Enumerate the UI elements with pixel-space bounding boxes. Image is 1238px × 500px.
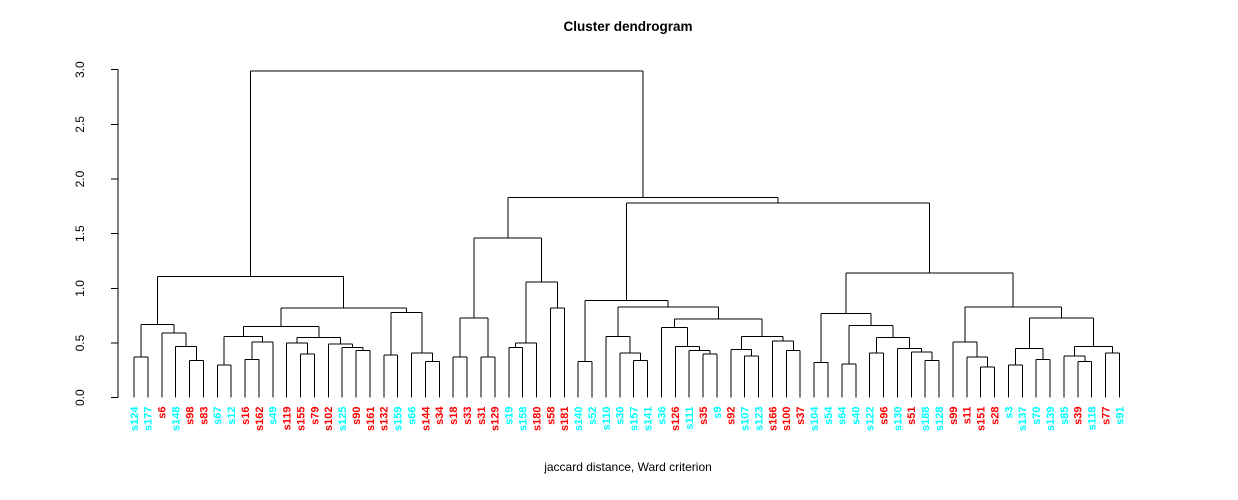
leaf-label-s151: s151 (976, 407, 988, 431)
leaf-label-s162: s162 (254, 407, 266, 431)
leaf-label-s161: s161 (365, 407, 377, 431)
leaf-label-s12: s12 (226, 407, 238, 425)
leaf-label-s100: s100 (781, 407, 793, 431)
leaf-label-s119: s119 (282, 407, 294, 431)
leaf-label-s144: s144 (420, 406, 432, 431)
leaf-label-s18: s18 (448, 407, 460, 425)
leaf-label-s96: s96 (878, 407, 890, 425)
leaf-label-s30: s30 (615, 407, 627, 425)
leaf-label-s28: s28 (989, 407, 1001, 425)
leaf-label-s90: s90 (351, 407, 363, 425)
leaf-label-s35: s35 (698, 407, 710, 425)
leaf-label-s141: s141 (642, 407, 654, 431)
leaf-label-s34: s34 (434, 406, 446, 425)
leaf-label-s118: s118 (1087, 407, 1099, 431)
leaf-label-s122: s122 (864, 407, 876, 431)
leaf-label-s180: s180 (531, 407, 543, 431)
x-axis-caption: jaccard distance, Ward criterion (543, 460, 712, 474)
leaf-label-s125: s125 (337, 407, 349, 431)
leaf-label-s31: s31 (476, 407, 488, 425)
leaf-label-s51: s51 (906, 407, 918, 425)
leaf-label-s66: s66 (406, 407, 418, 425)
y-tick-label: 2.0 (73, 170, 87, 187)
leaf-label-s3: s3 (1003, 407, 1015, 419)
leaf-label-s85: s85 (1059, 407, 1071, 425)
leaf-label-s91: s91 (1114, 407, 1126, 425)
leaf-label-s37: s37 (795, 407, 807, 425)
chart-title: Cluster dendrogram (563, 19, 692, 34)
leaf-label-s92: s92 (726, 407, 738, 425)
leaf-label-s49: s49 (268, 407, 280, 425)
leaf-label-s11: s11 (962, 407, 974, 425)
leaf-label-s128: s128 (934, 407, 946, 431)
leaf-label-s129: s129 (490, 407, 502, 431)
leaf-label-s111: s111 (684, 407, 696, 430)
leaf-label-s40: s40 (851, 407, 863, 425)
y-tick-label: 3.0 (73, 61, 87, 78)
leaf-label-s139: s139 (1045, 407, 1057, 431)
leaf-label-s102: s102 (323, 407, 335, 431)
leaf-label-s104: s104 (809, 406, 821, 431)
leaf-label-s6: s6 (157, 407, 169, 419)
leaf-label-s126: s126 (670, 407, 682, 431)
leaf-label-s16: s16 (240, 407, 252, 425)
leaf-label-s148: s148 (170, 407, 182, 431)
leaf-label-s188: s188 (920, 407, 932, 431)
leaf-label-s124: s124 (129, 406, 141, 431)
leaf-label-s159: s159 (393, 407, 405, 431)
leaf-label-s19: s19 (504, 407, 516, 425)
leaf-label-s181: s181 (559, 407, 571, 431)
dendrogram-tree (133, 70, 1120, 398)
y-tick-label: 2.5 (73, 116, 87, 133)
y-tick-label: 1.0 (73, 280, 87, 297)
leaf-label-s64: s64 (837, 406, 849, 425)
leaf-label-s98: s98 (184, 407, 196, 425)
leaf-label-s36: s36 (656, 407, 668, 425)
leaf-label-s157: s157 (629, 407, 641, 431)
leaf-label-s83: s83 (198, 407, 210, 425)
leaf-label-s132: s132 (379, 407, 391, 431)
y-tick-label: 1.5 (73, 225, 87, 242)
leaf-label-s79: s79 (309, 407, 321, 425)
leaf-label-s70: s70 (1031, 407, 1043, 425)
leaf-label-s67: s67 (212, 407, 224, 425)
leaf-label-s52: s52 (587, 407, 599, 425)
y-tick-label: 0.5 (73, 334, 87, 351)
leaf-label-s110: s110 (601, 407, 613, 431)
leaf-label-s166: s166 (767, 407, 779, 431)
leaf-label-s54: s54 (823, 406, 835, 425)
leaf-label-s9: s9 (712, 407, 724, 419)
leaf-label-s123: s123 (753, 407, 765, 431)
leaf-label-s107: s107 (740, 407, 752, 431)
leaf-label-s58: s58 (545, 407, 557, 425)
leaf-label-s99: s99 (948, 407, 960, 425)
leaf-label-s155: s155 (295, 407, 307, 431)
leaf-label-s77: s77 (1100, 407, 1112, 425)
leaf-label-s158: s158 (517, 407, 529, 431)
leaf-label-s33: s33 (462, 407, 474, 425)
leaf-label-s137: s137 (1017, 407, 1029, 431)
y-tick-label: 0.0 (73, 389, 87, 406)
leaf-label-s39: s39 (1073, 407, 1085, 425)
y-axis: 0.0 0.5 1.0 1.5 2.0 2.5 3.0 (73, 61, 119, 406)
leaf-label-s177: s177 (143, 407, 155, 431)
leaf-label-s130: s130 (892, 407, 904, 431)
leaf-label-s140: s140 (573, 407, 585, 431)
